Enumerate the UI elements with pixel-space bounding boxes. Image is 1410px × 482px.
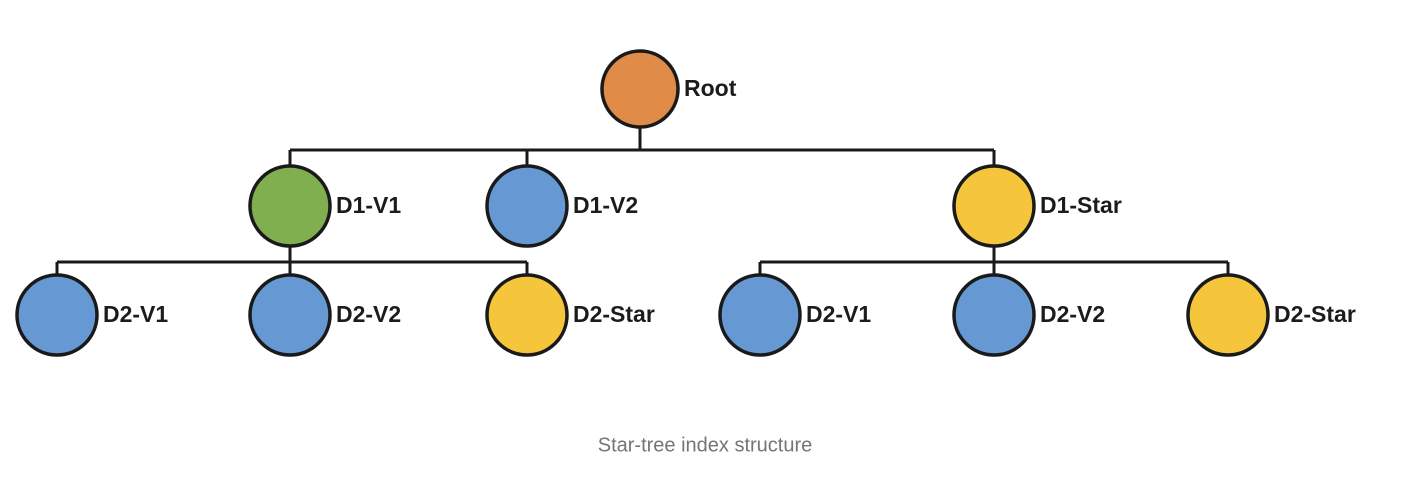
node-level2-3[interactable]: D2-V1 [718, 273, 871, 357]
node-level1-2[interactable]: D1-Star [952, 164, 1122, 248]
node-label: D2-V1 [806, 301, 871, 327]
node-level1-0[interactable]: D1-V1 [248, 164, 401, 248]
node-label: D1-V1 [336, 192, 401, 218]
node-root[interactable]: Root [600, 49, 737, 129]
node-label: D1-Star [1040, 192, 1122, 218]
node-label: D2-V2 [336, 301, 401, 327]
node-circle[interactable] [248, 273, 332, 357]
node-label: D2-V2 [1040, 301, 1105, 327]
node-circle[interactable] [1186, 273, 1270, 357]
node-label: D2-Star [573, 301, 655, 327]
node-label: Root [684, 75, 737, 101]
node-level2-5[interactable]: D2-Star [1186, 273, 1356, 357]
node-label: D2-V1 [103, 301, 168, 327]
node-level2-2[interactable]: D2-Star [485, 273, 655, 357]
node-circle[interactable] [248, 164, 332, 248]
node-circle[interactable] [718, 273, 802, 357]
node-circle[interactable] [485, 273, 569, 357]
node-circle[interactable] [952, 273, 1036, 357]
node-level2-1[interactable]: D2-V2 [248, 273, 401, 357]
node-level1-1[interactable]: D1-V2 [485, 164, 638, 248]
node-level2-4[interactable]: D2-V2 [952, 273, 1105, 357]
node-circle[interactable] [485, 164, 569, 248]
node-circle[interactable] [952, 164, 1036, 248]
diagram-caption: Star-tree index structure [598, 434, 813, 456]
node-circle[interactable] [15, 273, 99, 357]
node-level2-0[interactable]: D2-V1 [15, 273, 168, 357]
node-circle[interactable] [600, 49, 680, 129]
node-label: D1-V2 [573, 192, 638, 218]
node-label: D2-Star [1274, 301, 1356, 327]
